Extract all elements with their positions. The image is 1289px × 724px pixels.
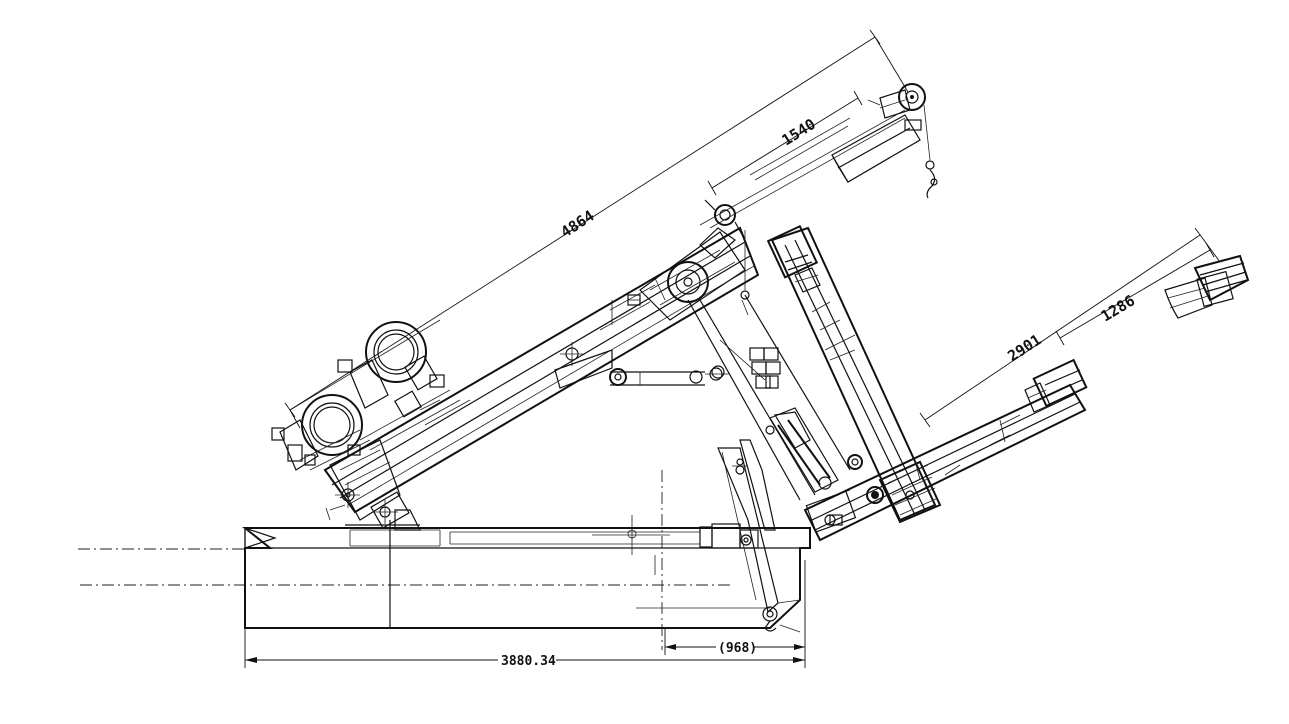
- dim-folded-arm-extension: 1286: [1098, 291, 1138, 325]
- folded-knuckle-arm: [687, 224, 1250, 542]
- base-chassis: [78, 439, 811, 650]
- dim-base-offset: (968): [718, 641, 757, 656]
- dim-folded-arm-length: 2901: [1004, 331, 1044, 366]
- dim-boom-extension: 1540: [779, 115, 819, 149]
- extended-boom: [699, 83, 938, 229]
- main-boom: [271, 199, 760, 531]
- dim-boom-total-length: 4864: [557, 207, 597, 242]
- dim-base-length: 3880.34: [501, 654, 556, 669]
